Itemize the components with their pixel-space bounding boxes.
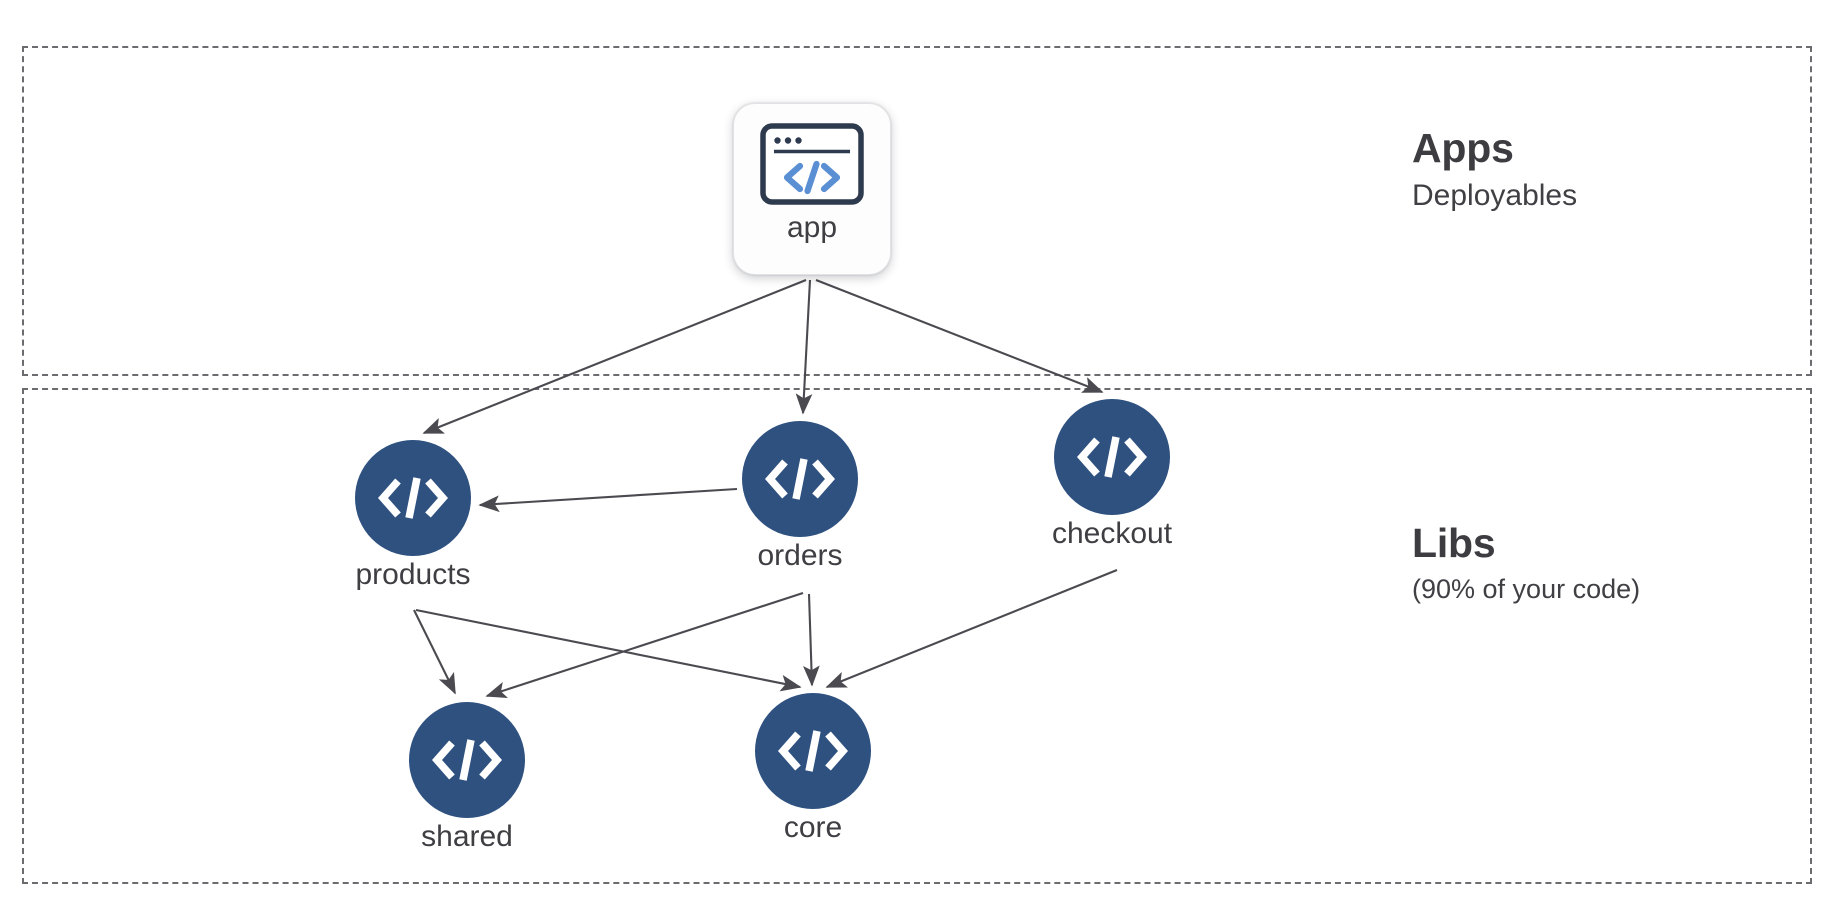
zone-apps-subtitle: Deployables bbox=[1412, 179, 1578, 212]
zone-legend-apps: Apps Deployables bbox=[1412, 128, 1577, 215]
node-orders-circle bbox=[742, 421, 858, 537]
zone-libs-subtitle: (90% of your code) bbox=[1412, 574, 1641, 604]
node-app-label: app bbox=[786, 211, 838, 244]
node-products[interactable]: products bbox=[355, 440, 471, 591]
node-shared-label: shared bbox=[421, 820, 513, 853]
code-window-icon bbox=[760, 123, 864, 205]
node-checkout-label: checkout bbox=[1051, 517, 1173, 550]
node-shared[interactable]: shared bbox=[409, 702, 525, 853]
zone-libs bbox=[22, 388, 1812, 884]
node-app[interactable]: app bbox=[733, 103, 891, 275]
node-checkout-circle bbox=[1054, 399, 1170, 515]
code-brackets-icon bbox=[764, 458, 836, 500]
node-core-label: core bbox=[783, 811, 843, 844]
zone-legend-libs: Libs (90% of your code) bbox=[1412, 523, 1640, 607]
code-brackets-icon bbox=[777, 730, 849, 772]
node-checkout[interactable]: checkout bbox=[1052, 399, 1172, 550]
node-products-circle bbox=[355, 440, 471, 556]
zone-libs-title: Libs bbox=[1412, 520, 1496, 566]
node-core[interactable]: core bbox=[755, 693, 871, 844]
code-brackets-icon bbox=[431, 739, 503, 781]
node-orders-label: orders bbox=[757, 539, 843, 572]
node-orders[interactable]: orders bbox=[742, 421, 858, 572]
node-products-label: products bbox=[355, 558, 471, 591]
code-brackets-icon bbox=[377, 477, 449, 519]
code-brackets-icon bbox=[1076, 436, 1148, 478]
zone-apps-title: Apps bbox=[1412, 125, 1514, 171]
node-shared-circle bbox=[409, 702, 525, 818]
node-core-circle bbox=[755, 693, 871, 809]
